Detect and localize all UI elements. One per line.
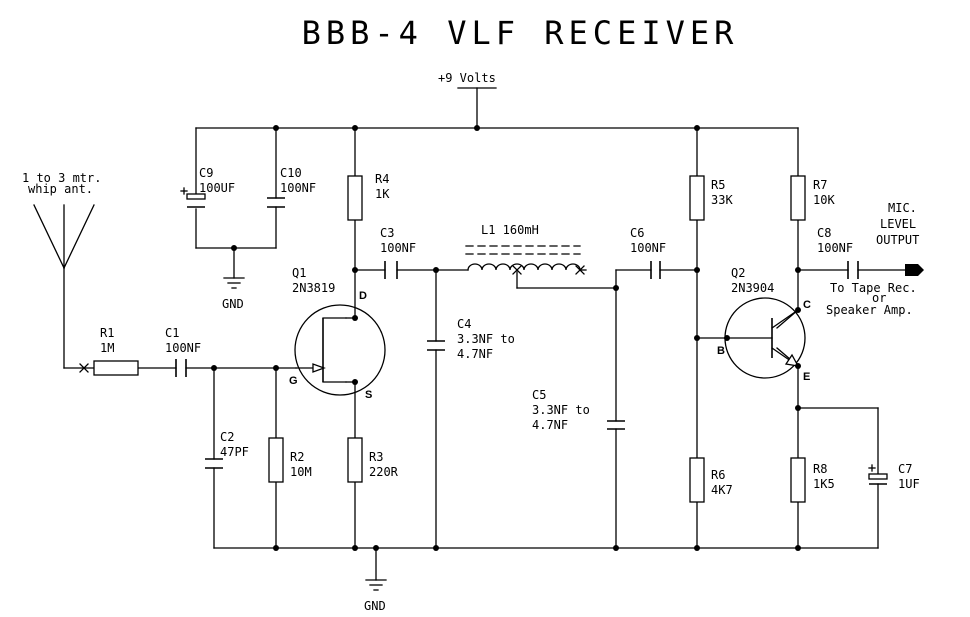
q2-pin-b: B (717, 345, 725, 357)
c2-value: 47PF (220, 445, 249, 459)
resistor-r3 (347, 437, 363, 483)
output-jack-icon (905, 264, 924, 276)
c9-ref: C9 (199, 166, 213, 180)
c7-ref: C7 (898, 462, 912, 476)
ground-symbol-top (223, 277, 245, 289)
capacitor-c6 (650, 261, 661, 279)
c3-ref: C3 (380, 226, 394, 240)
resistor-r7 (790, 175, 806, 221)
r2-value: 10M (290, 465, 312, 479)
c4-value-2: 4.7NF (457, 347, 493, 361)
capacitor-c8 (847, 261, 859, 279)
resistor-r1 (93, 360, 139, 376)
transistor-q1-jfet (294, 304, 386, 396)
c6-ref: C6 (630, 226, 644, 240)
c3-value: 100NF (380, 241, 416, 255)
supply-label: +9 Volts (438, 71, 496, 85)
output-note-1: To Tape Rec. (830, 281, 917, 295)
junction-dots (211, 125, 801, 551)
output-note-2: or (872, 291, 886, 305)
gnd-label-bottom: GND (364, 599, 386, 613)
r4-value: 1K (375, 187, 390, 201)
inductor-l1 (465, 245, 581, 275)
r8-ref: R8 (813, 462, 827, 476)
terminal-markers (79, 265, 585, 373)
resistor-r5 (689, 175, 705, 221)
l1-label: L1 160mH (481, 223, 539, 237)
q1-pin-g: G (289, 375, 298, 387)
capacitor-c9-electrolytic (180, 187, 206, 208)
c10-ref: C10 (280, 166, 302, 180)
r7-value: 10K (813, 193, 835, 207)
output-label-3: OUTPUT (876, 233, 919, 247)
r8-value: 1K5 (813, 477, 835, 491)
c6-value: 100NF (630, 241, 666, 255)
output-label-2: LEVEL (880, 217, 916, 231)
r5-ref: R5 (711, 178, 725, 192)
schematic-title: BBB-4 VLF RECEIVER (302, 14, 739, 52)
q2-part: 2N3904 (731, 281, 774, 295)
capacitor-c2 (205, 458, 223, 469)
c9-value: 100UF (199, 181, 235, 195)
r6-ref: R6 (711, 468, 725, 482)
capacitor-c10 (267, 197, 285, 208)
c8-value: 100NF (817, 241, 853, 255)
antenna-label-1: 1 to 3 mtr. (22, 171, 101, 185)
q2-ref: Q2 (731, 266, 745, 280)
wires (33, 87, 906, 581)
c4-ref: C4 (457, 317, 471, 331)
r1-value: 1M (100, 341, 114, 355)
c8-ref: C8 (817, 226, 831, 240)
ground-symbol-bottom (365, 579, 387, 591)
capacitor-c7-electrolytic (868, 464, 888, 485)
r1-ref: R1 (100, 326, 114, 340)
c4-value-1: 3.3NF to (457, 332, 515, 346)
q1-pin-d: D (359, 290, 367, 302)
resistor-r6 (689, 457, 705, 503)
q2-pin-c: C (803, 299, 811, 311)
c5-value-1: 3.3NF to (532, 403, 590, 417)
capacitor-c4 (427, 340, 445, 351)
c5-value-2: 4.7NF (532, 418, 568, 432)
resistor-r2 (268, 437, 284, 483)
c5-ref: C5 (532, 388, 546, 402)
resistor-r8 (790, 457, 806, 503)
resistors (93, 175, 806, 503)
c7-value: 1UF (898, 477, 920, 491)
antenna-label-2: whip ant. (28, 182, 93, 196)
capacitor-c5 (607, 420, 625, 430)
r7-ref: R7 (813, 178, 827, 192)
r4-ref: R4 (375, 172, 389, 186)
capacitor-c1 (175, 359, 187, 377)
r3-ref: R3 (369, 450, 383, 464)
output-label-1: MIC. (888, 201, 917, 215)
c1-value: 100NF (165, 341, 201, 355)
r6-value: 4K7 (711, 483, 733, 497)
resistor-r4 (347, 175, 363, 221)
capacitors (175, 187, 888, 485)
r3-value: 220R (369, 465, 399, 479)
q1-ref: Q1 (292, 266, 306, 280)
q2-pin-e: E (803, 371, 810, 383)
labels: +9 Volts 1 to 3 mtr. whip ant. C9 100UF … (22, 71, 920, 613)
r5-value: 33K (711, 193, 733, 207)
output-note-3: Speaker Amp. (826, 303, 913, 317)
r2-ref: R2 (290, 450, 304, 464)
c10-value: 100NF (280, 181, 316, 195)
c2-ref: C2 (220, 430, 234, 444)
capacitor-c3 (384, 261, 398, 279)
c1-ref: C1 (165, 326, 179, 340)
gnd-label-top: GND (222, 297, 244, 311)
q1-part: 2N3819 (292, 281, 335, 295)
q1-pin-s: S (365, 389, 372, 401)
